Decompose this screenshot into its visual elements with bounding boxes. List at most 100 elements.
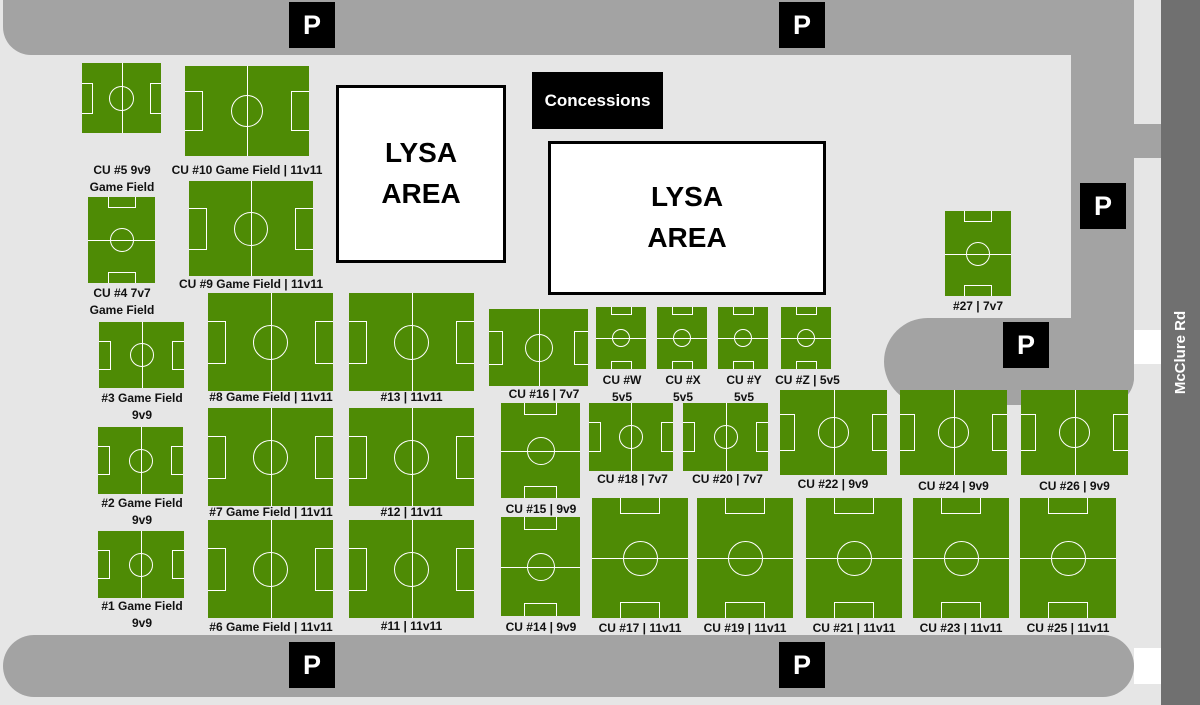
penalty-box	[524, 517, 557, 530]
soccer-field-7-game-field[interactable]	[208, 408, 333, 506]
penalty-box	[456, 320, 474, 364]
penalty-box	[661, 422, 673, 452]
penalty-box	[524, 403, 557, 415]
center-circle	[128, 448, 153, 473]
bottom-road	[3, 635, 1134, 697]
soccer-field-2-game-field[interactable]	[98, 427, 183, 494]
field-label: CU #Z | 5v5	[775, 373, 840, 387]
soccer-field-cu-10-game-field[interactable]	[185, 66, 309, 156]
center-circle	[1050, 540, 1086, 576]
soccer-field-cu-15[interactable]	[501, 403, 580, 498]
penalty-box	[992, 414, 1007, 451]
penalty-box	[872, 414, 887, 451]
penalty-box	[795, 307, 817, 315]
penalty-box	[489, 330, 503, 365]
soccer-field-cu-17[interactable]	[592, 498, 688, 618]
penalty-box	[834, 602, 874, 618]
road-name-label: McClure Rd	[1172, 310, 1189, 395]
penalty-box	[725, 498, 765, 514]
soccer-field-1-game-field[interactable]	[98, 531, 184, 598]
field-label: CU #4 7v7 Game Field	[89, 286, 155, 317]
soccer-field-cu-21[interactable]	[806, 498, 902, 618]
penalty-box	[941, 498, 981, 514]
soccer-field-3-game-field[interactable]	[99, 322, 184, 388]
center-circle	[109, 228, 134, 252]
concessions-stand: Concessions	[532, 72, 663, 129]
center-circle	[943, 540, 979, 576]
center-circle	[231, 95, 263, 127]
center-circle	[713, 425, 738, 449]
field-label: #13 | 11v11	[380, 390, 443, 404]
penalty-box	[620, 498, 660, 514]
soccer-field-6-game-field[interactable]	[208, 520, 333, 618]
field-label: CU #19 | 11v11	[703, 621, 787, 635]
soccer-field-13[interactable]	[349, 293, 474, 391]
penalty-box	[349, 547, 367, 591]
soccer-field-cu-19[interactable]	[697, 498, 793, 618]
penalty-box	[98, 446, 110, 475]
field-label: CU #10 Game Field | 11v11	[171, 163, 323, 177]
field-label: #7 Game Field | 11v11	[209, 505, 333, 519]
field-label: #11 | 11v11	[380, 619, 443, 633]
soccer-field-cu-14[interactable]	[501, 517, 580, 616]
penalty-box	[82, 82, 93, 114]
soccer-field-cu-z[interactable]	[781, 307, 831, 369]
soccer-field-cu-16[interactable]	[489, 309, 588, 386]
soccer-field-cu-9-game-field[interactable]	[189, 181, 313, 276]
center-circle	[622, 540, 658, 576]
center-circle	[734, 329, 752, 347]
penalty-box	[171, 446, 183, 475]
top-road	[3, 0, 1134, 55]
soccer-field-cu-22[interactable]	[780, 390, 887, 475]
penalty-box	[349, 435, 367, 479]
soccer-field-cu-4-7v7[interactable]	[88, 197, 155, 283]
field-label: CU #X 5v5	[665, 373, 701, 404]
penalty-box	[150, 82, 161, 114]
connector-road	[1133, 124, 1163, 158]
penalty-box	[315, 547, 333, 591]
soccer-field-cu-26[interactable]	[1021, 390, 1128, 475]
soccer-field-cu-23[interactable]	[913, 498, 1009, 618]
soccer-field-cu-25[interactable]	[1020, 498, 1116, 618]
field-label: CU #5 9v9 Game Field	[89, 163, 155, 194]
lysa-area: LYSA AREA	[336, 85, 506, 263]
penalty-box	[834, 498, 874, 514]
penalty-box	[574, 330, 588, 365]
field-label: #6 Game Field | 11v11	[209, 620, 333, 634]
center-circle	[526, 436, 555, 465]
penalty-box	[208, 320, 226, 364]
soccer-field-11[interactable]	[349, 520, 474, 618]
field-label: CU #W 5v5	[602, 373, 642, 404]
field-label: CU #9 Game Field | 11v11	[178, 277, 324, 291]
penalty-box	[732, 361, 754, 369]
center-circle	[234, 211, 268, 246]
soccer-field-8-game-field[interactable]	[208, 293, 333, 391]
field-label: CU #24 | 9v9	[918, 479, 989, 493]
penalty-box	[456, 547, 474, 591]
soccer-field-12[interactable]	[349, 408, 474, 506]
center-circle	[619, 425, 643, 449]
soccer-field-cu-x[interactable]	[657, 307, 707, 369]
center-circle	[1059, 417, 1090, 448]
field-label: CU #18 | 7v7	[597, 472, 668, 486]
soccer-field-cu-5-9v9[interactable]	[82, 63, 161, 133]
penalty-box	[620, 602, 660, 618]
soccer-field-27[interactable]	[945, 211, 1011, 296]
soccer-field-cu-18[interactable]	[589, 403, 673, 471]
soccer-field-cu-20[interactable]	[683, 403, 768, 471]
soccer-field-cu-y[interactable]	[718, 307, 768, 369]
field-label: CU #16 | 7v7	[508, 387, 580, 401]
soccer-field-cu-w[interactable]	[596, 307, 646, 369]
penalty-box	[1048, 602, 1088, 618]
soccer-field-cu-24[interactable]	[900, 390, 1007, 475]
center-circle	[966, 241, 990, 266]
road-gap	[1134, 330, 1161, 364]
center-circle	[394, 439, 429, 475]
mcclure-road	[1161, 0, 1200, 705]
penalty-box	[683, 422, 695, 452]
center-circle	[394, 551, 429, 587]
field-label: #2 Game Field 9v9	[101, 496, 183, 527]
field-label: CU #22 | 9v9	[797, 477, 869, 491]
center-circle	[524, 333, 553, 362]
penalty-box	[780, 414, 795, 451]
